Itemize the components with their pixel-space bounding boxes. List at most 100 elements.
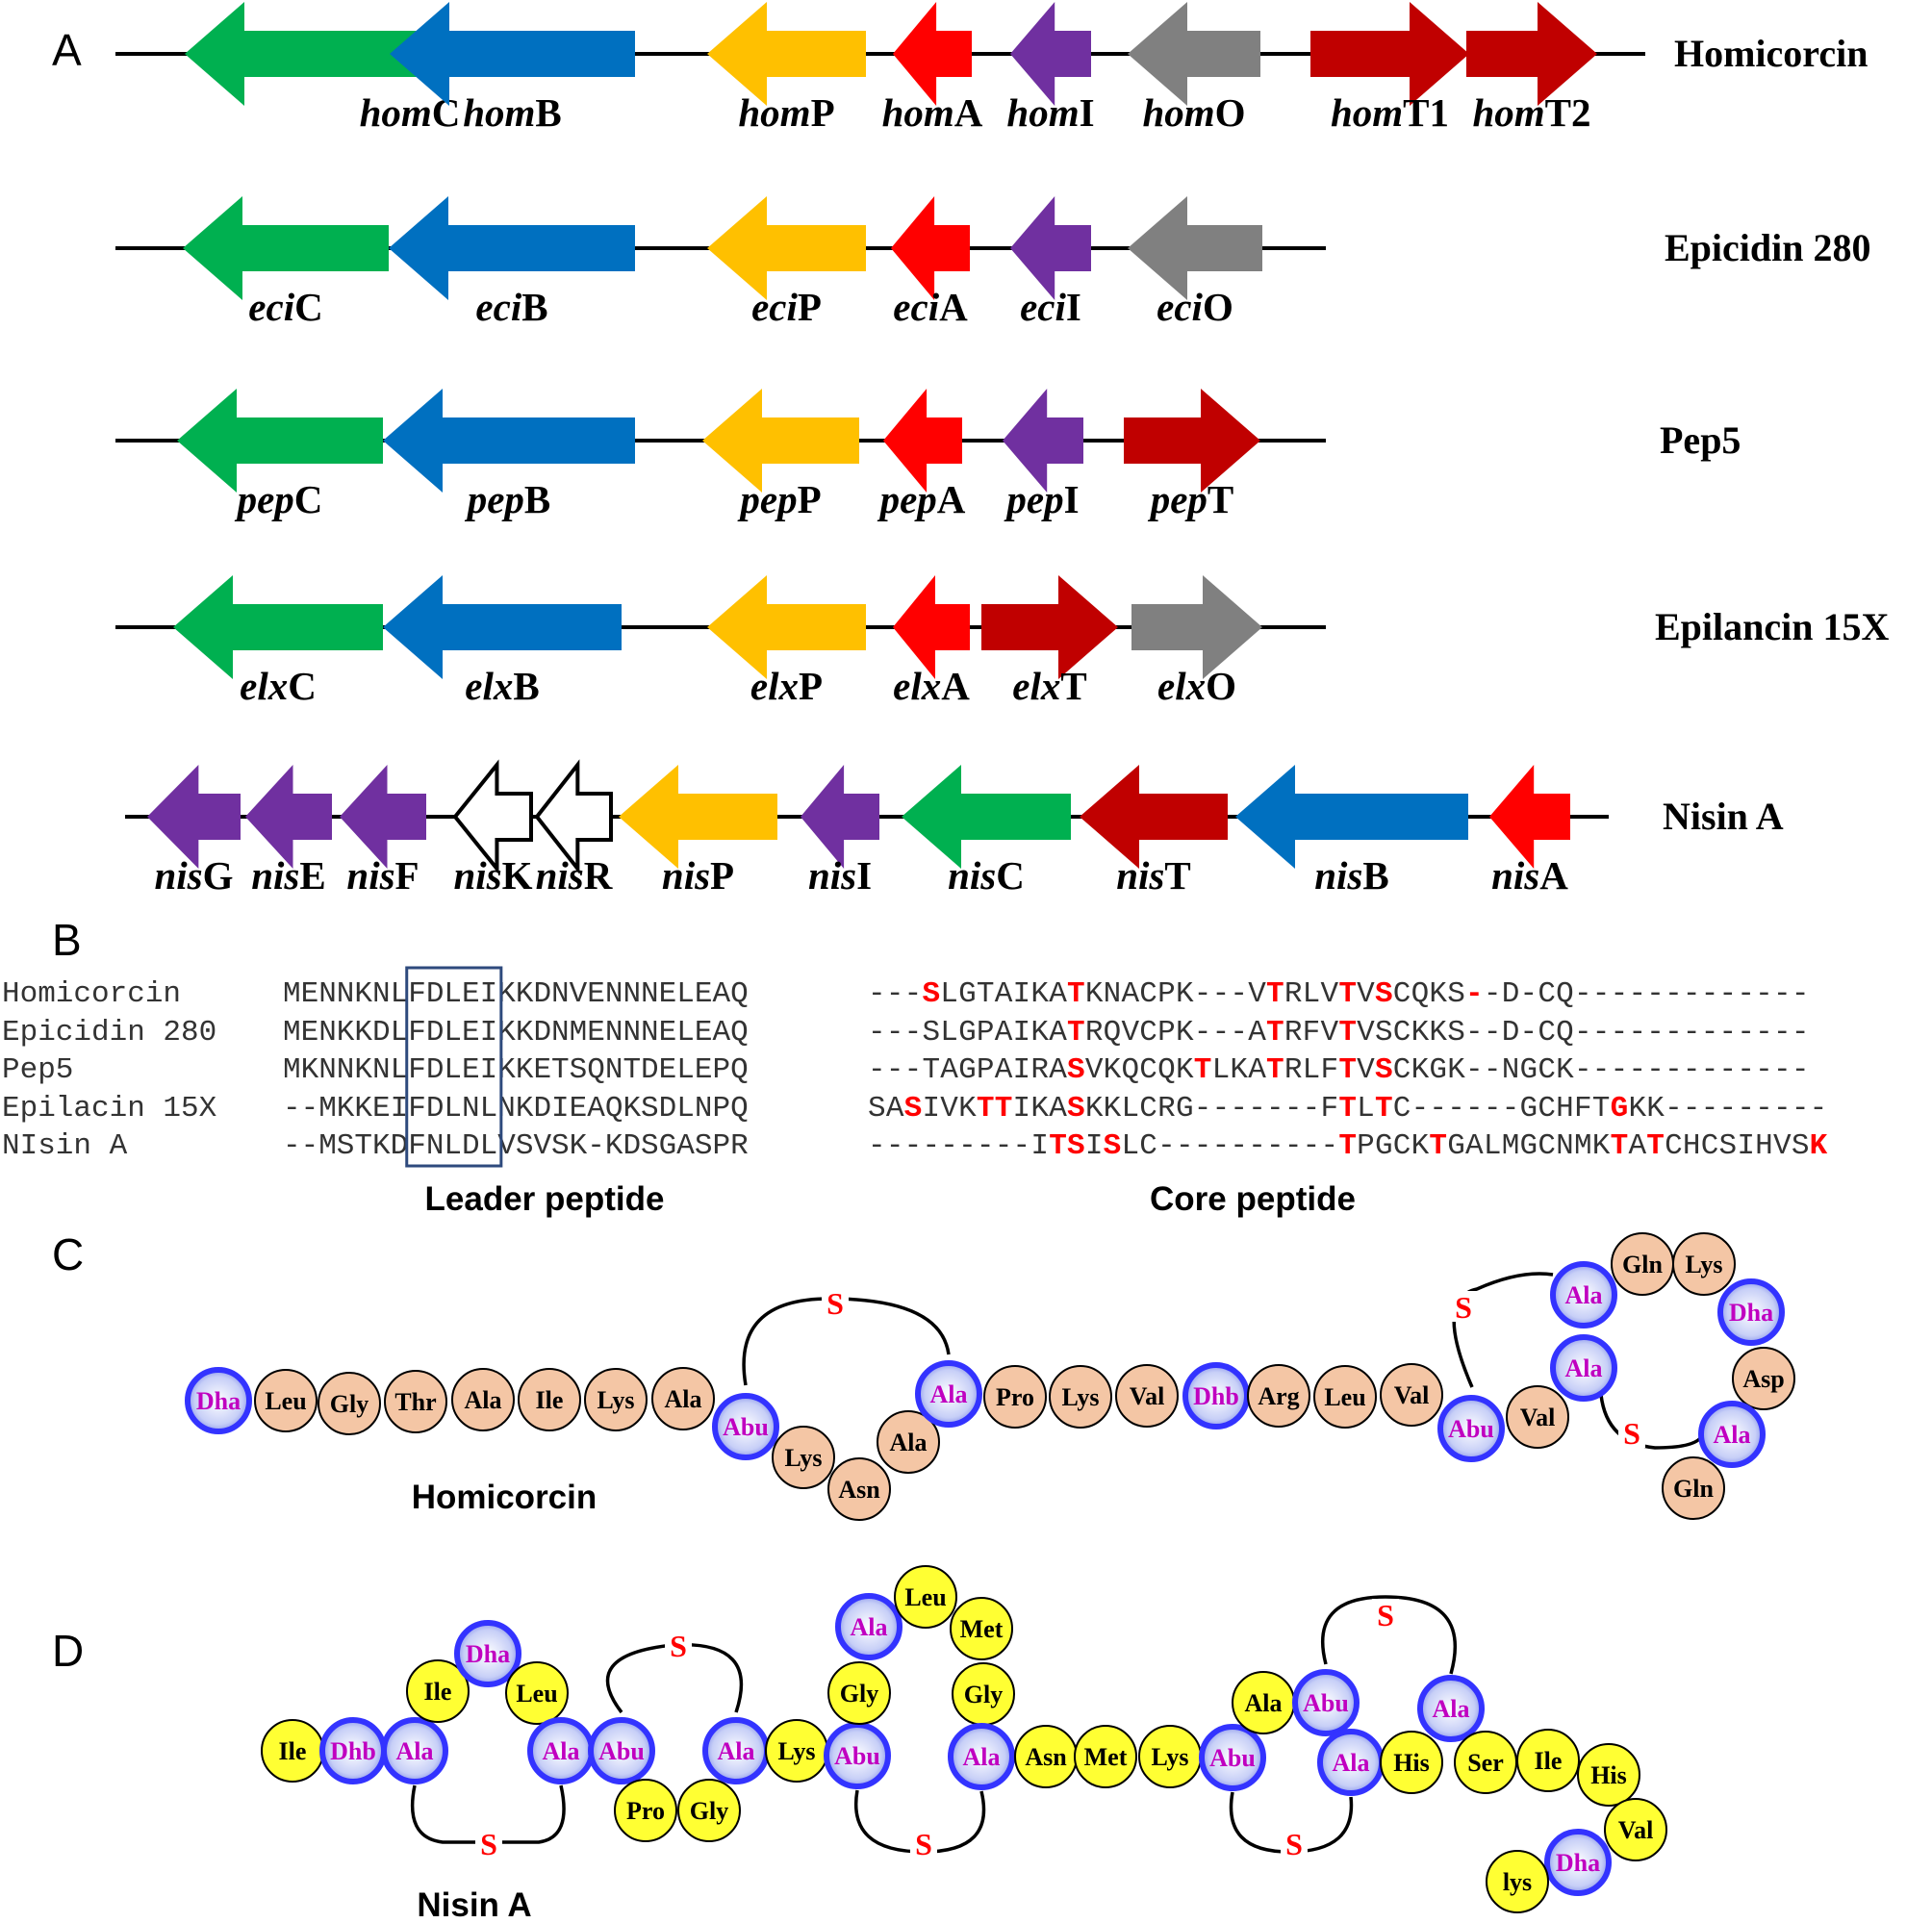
residue-label: Ala	[465, 1386, 502, 1414]
cluster-name: Pep5	[1660, 418, 1741, 462]
residue-circle	[1199, 1724, 1266, 1791]
core-char: -	[1592, 1053, 1611, 1087]
core-char: -	[1266, 1129, 1284, 1163]
sequence-name: Epicidin 280	[2, 1016, 216, 1050]
residue-label: Ala	[930, 1380, 968, 1408]
core-char: V	[1121, 1016, 1139, 1050]
gene-label-homt1: homT1	[1331, 90, 1449, 135]
modified-residue: Ala	[1550, 1261, 1617, 1328]
panel-label-c: C	[52, 1229, 84, 1279]
core-char: K	[1030, 977, 1049, 1011]
residue-circle	[894, 1565, 957, 1629]
amino-acid-residue: Val	[1604, 1798, 1667, 1861]
gene-arrow-ecic	[183, 196, 389, 300]
modified-residue: Dha	[185, 1367, 252, 1434]
residue-circle	[1550, 1261, 1617, 1328]
core-char: C	[1139, 1092, 1157, 1126]
amino-acid-residue: Ile	[406, 1659, 470, 1723]
residue-label: Ala	[851, 1613, 888, 1641]
core-char: C	[1393, 1129, 1411, 1163]
core-char: N	[1104, 977, 1122, 1011]
core-char: -	[1701, 1053, 1719, 1087]
residue-circle	[1049, 1365, 1112, 1429]
modified-residue: Ala	[702, 1717, 770, 1784]
sequence-name: Homicorcin	[2, 977, 181, 1011]
core-char: K	[1104, 1092, 1122, 1126]
core-char: -	[1465, 1092, 1484, 1126]
residue-circle	[772, 1426, 835, 1489]
core-char: -	[868, 1129, 886, 1163]
modified-residue: T	[1049, 1129, 1067, 1163]
sulfur-label: S	[826, 1286, 844, 1321]
modified-residue: T	[1067, 1016, 1085, 1050]
leader-peptide-label: Leader peptide	[425, 1180, 665, 1218]
modified-residue: Abu	[824, 1722, 891, 1789]
core-char: -	[904, 977, 923, 1011]
gene-label-pept: pepT	[1148, 477, 1234, 521]
core-char: P	[977, 1016, 995, 1050]
modified-residue: Dha	[1544, 1829, 1612, 1896]
core-char: H	[1556, 1092, 1574, 1126]
amino-acid-residue: Leu	[894, 1565, 957, 1629]
sulfur-label: S	[1285, 1827, 1303, 1861]
residue-circle	[384, 1370, 447, 1433]
gene-arrow-pepc	[177, 389, 383, 493]
core-char: -	[1719, 977, 1738, 1011]
modified-residue: T	[1338, 1129, 1357, 1163]
modified-residue: T	[1194, 1053, 1212, 1087]
core-char: A	[1049, 1053, 1067, 1087]
modified-residue: Ala	[381, 1717, 448, 1784]
modified-residue: Dhb	[319, 1717, 387, 1784]
modified-residue: T	[995, 1092, 1013, 1126]
gene-label-nisf: nisF	[346, 853, 419, 898]
core-char: K	[1230, 1053, 1248, 1087]
residue-label: Met	[960, 1615, 1004, 1643]
core-char: S	[868, 1092, 886, 1126]
residue-circle	[1717, 1278, 1785, 1346]
amino-acid-residue: Val	[1380, 1363, 1443, 1427]
gene-label-ecii: eciI	[1020, 285, 1081, 329]
amino-acid-residue: Ala	[451, 1368, 515, 1431]
modified-residue: Abu	[1292, 1669, 1360, 1736]
residue-label: Met	[1084, 1743, 1128, 1771]
core-char: -	[1574, 1016, 1592, 1050]
core-char: H	[1683, 1129, 1701, 1163]
core-char: K	[1030, 1016, 1049, 1050]
amino-acid-residue: Gly	[677, 1779, 741, 1842]
gene-label-nisc: nisC	[948, 853, 1025, 898]
amino-acid-residue: Thr	[384, 1370, 447, 1433]
amino-acid-residue: Lys	[584, 1368, 648, 1431]
residue-label: Val	[1520, 1404, 1556, 1431]
residue-circle	[505, 1661, 569, 1725]
gene-label-nisb: nisB	[1314, 853, 1389, 898]
core-char: K	[1411, 1129, 1430, 1163]
core-char: -	[868, 977, 886, 1011]
core-char: L	[1303, 977, 1321, 1011]
core-char: A	[995, 977, 1013, 1011]
residue-circle	[454, 1620, 521, 1687]
gene-arrow-homa	[893, 2, 972, 106]
core-char: -	[1447, 1092, 1465, 1126]
core-char: C	[1139, 1016, 1157, 1050]
modified-residue: Ala	[948, 1723, 1015, 1790]
residue-label: Dha	[1556, 1849, 1600, 1877]
core-char: L	[1357, 1092, 1375, 1126]
sulfur-bg	[822, 1287, 849, 1318]
residue-circle	[948, 1723, 1015, 1790]
residue-circle	[983, 1365, 1047, 1429]
residue-circle	[254, 1369, 318, 1432]
amino-acid-residue: Asp	[1732, 1347, 1795, 1410]
core-char: V	[1085, 1053, 1104, 1087]
core-char: F	[1321, 1092, 1339, 1126]
core-char: D	[1502, 1016, 1520, 1050]
core-char: G	[1176, 1092, 1194, 1126]
gene-arrow-homi	[1010, 2, 1091, 106]
core-char: -	[1683, 1016, 1701, 1050]
